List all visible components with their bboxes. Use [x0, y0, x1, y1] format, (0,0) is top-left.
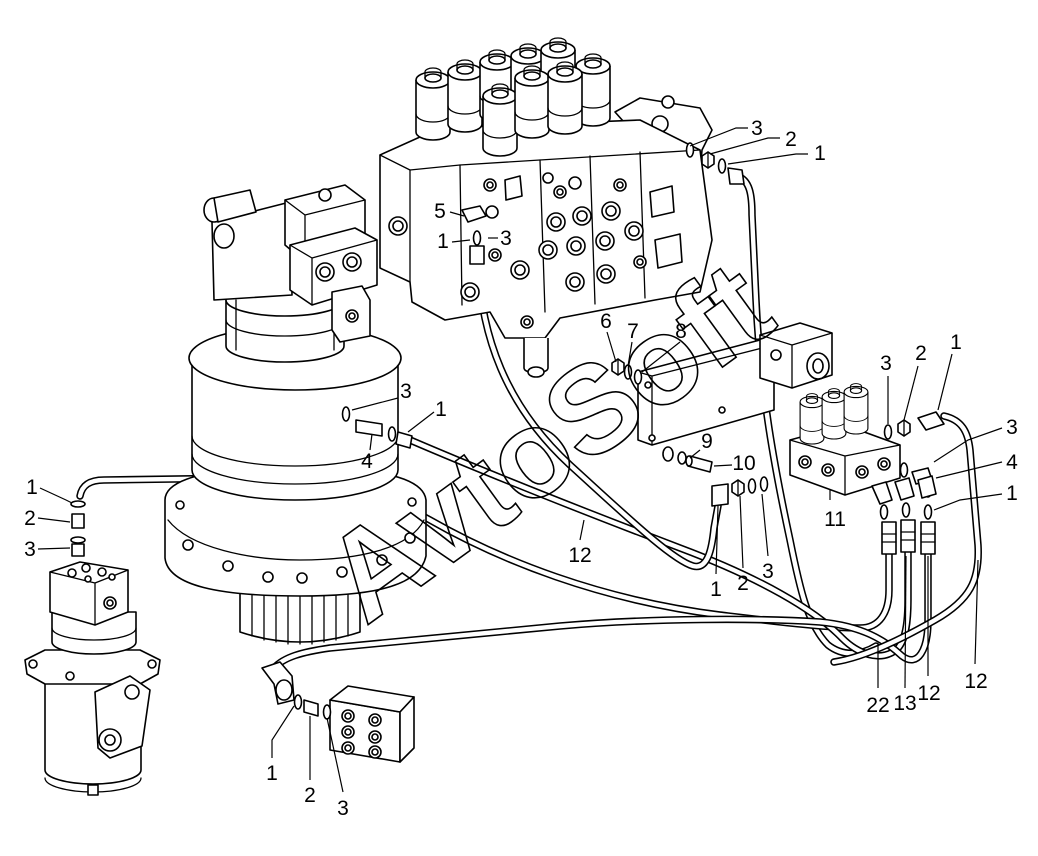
callout-solenoid-top-2: 2 — [915, 342, 927, 365]
hose-right-loop — [830, 412, 982, 666]
callout-swing-motor-3: 4 — [361, 450, 373, 473]
callout-valve-left-2: 1 — [437, 230, 449, 253]
swing-motor — [164, 184, 427, 645]
callout-swing-motor-1: 3 — [400, 380, 412, 403]
callout-valve-top-right-1: 3 — [751, 117, 763, 140]
callout-solenoid-right-1: 3 — [1006, 416, 1018, 439]
hose-valve-top-right — [733, 172, 880, 658]
callout-hose-bottom-right-2: 13 — [893, 692, 916, 715]
callout-hose-end-2: 2 — [737, 572, 749, 595]
callout-labels: 3 2 1 5 1 3 6 7 8 3 1 4 1 2 3 3 2 1 3 4 … — [24, 117, 1018, 820]
callout-bottom-block-3: 3 — [337, 797, 349, 820]
callout-hose-bottom-right-3: 12 — [917, 682, 940, 705]
callout-swivel-3: 3 — [24, 538, 36, 561]
swivel-fittings — [70, 500, 86, 557]
callout-valve-bottom-3: 8 — [675, 320, 687, 343]
callout-bottom-block-2: 2 — [304, 784, 316, 807]
callout-solenoid-top-1: 3 — [880, 352, 892, 375]
callout-swivel-1: 1 — [26, 476, 38, 499]
callout-swivel-2: 2 — [24, 507, 36, 530]
callout-valve-bottom-2: 7 — [627, 320, 639, 343]
callout-solenoid-block: 11 — [824, 508, 846, 531]
relief-block — [759, 322, 833, 389]
callout-hose-end-3: 3 — [762, 560, 774, 583]
distribution-block — [329, 685, 415, 763]
callout-hose-bottom-right-1: 22 — [866, 694, 889, 717]
hose-bottom-block — [270, 548, 932, 672]
plate-bolts — [611, 358, 713, 473]
swing-motor-fittings — [341, 406, 413, 449]
swivel-joint — [24, 561, 161, 796]
callout-swing-motor-2: 1 — [435, 398, 447, 421]
callout-solenoid-right-3: 1 — [1006, 482, 1018, 505]
callout-solenoid-top-3: 1 — [950, 331, 962, 354]
callout-valve-left-3: 3 — [500, 227, 512, 250]
callout-bottom-block-1: 1 — [266, 762, 278, 785]
callout-valve-left-1: 5 — [434, 200, 446, 223]
callout-valve-top-right-2: 2 — [785, 128, 797, 151]
bottom-fittings — [261, 661, 332, 720]
callout-plate-bolt-1: 9 — [701, 430, 713, 453]
solenoid-valve-block — [789, 383, 901, 496]
hose-valve-left — [474, 258, 722, 571]
main-control-valve — [379, 37, 713, 378]
center-hose-fittings — [711, 476, 769, 507]
callout-solenoid-right-2: 4 — [1006, 451, 1018, 474]
solenoid-fittings — [871, 411, 945, 555]
callout-valve-bottom-1: 6 — [600, 310, 612, 333]
callout-hose-center: 12 — [568, 544, 591, 567]
callout-hose-end-1: 1 — [710, 578, 722, 601]
leader-lines — [37, 127, 1003, 793]
callout-plate-bolt-2: 10 — [732, 452, 755, 475]
callout-hose-bottom-right-4: 12 — [964, 670, 987, 693]
valve-fittings — [461, 142, 745, 265]
callout-valve-top-right-3: 1 — [814, 142, 826, 165]
